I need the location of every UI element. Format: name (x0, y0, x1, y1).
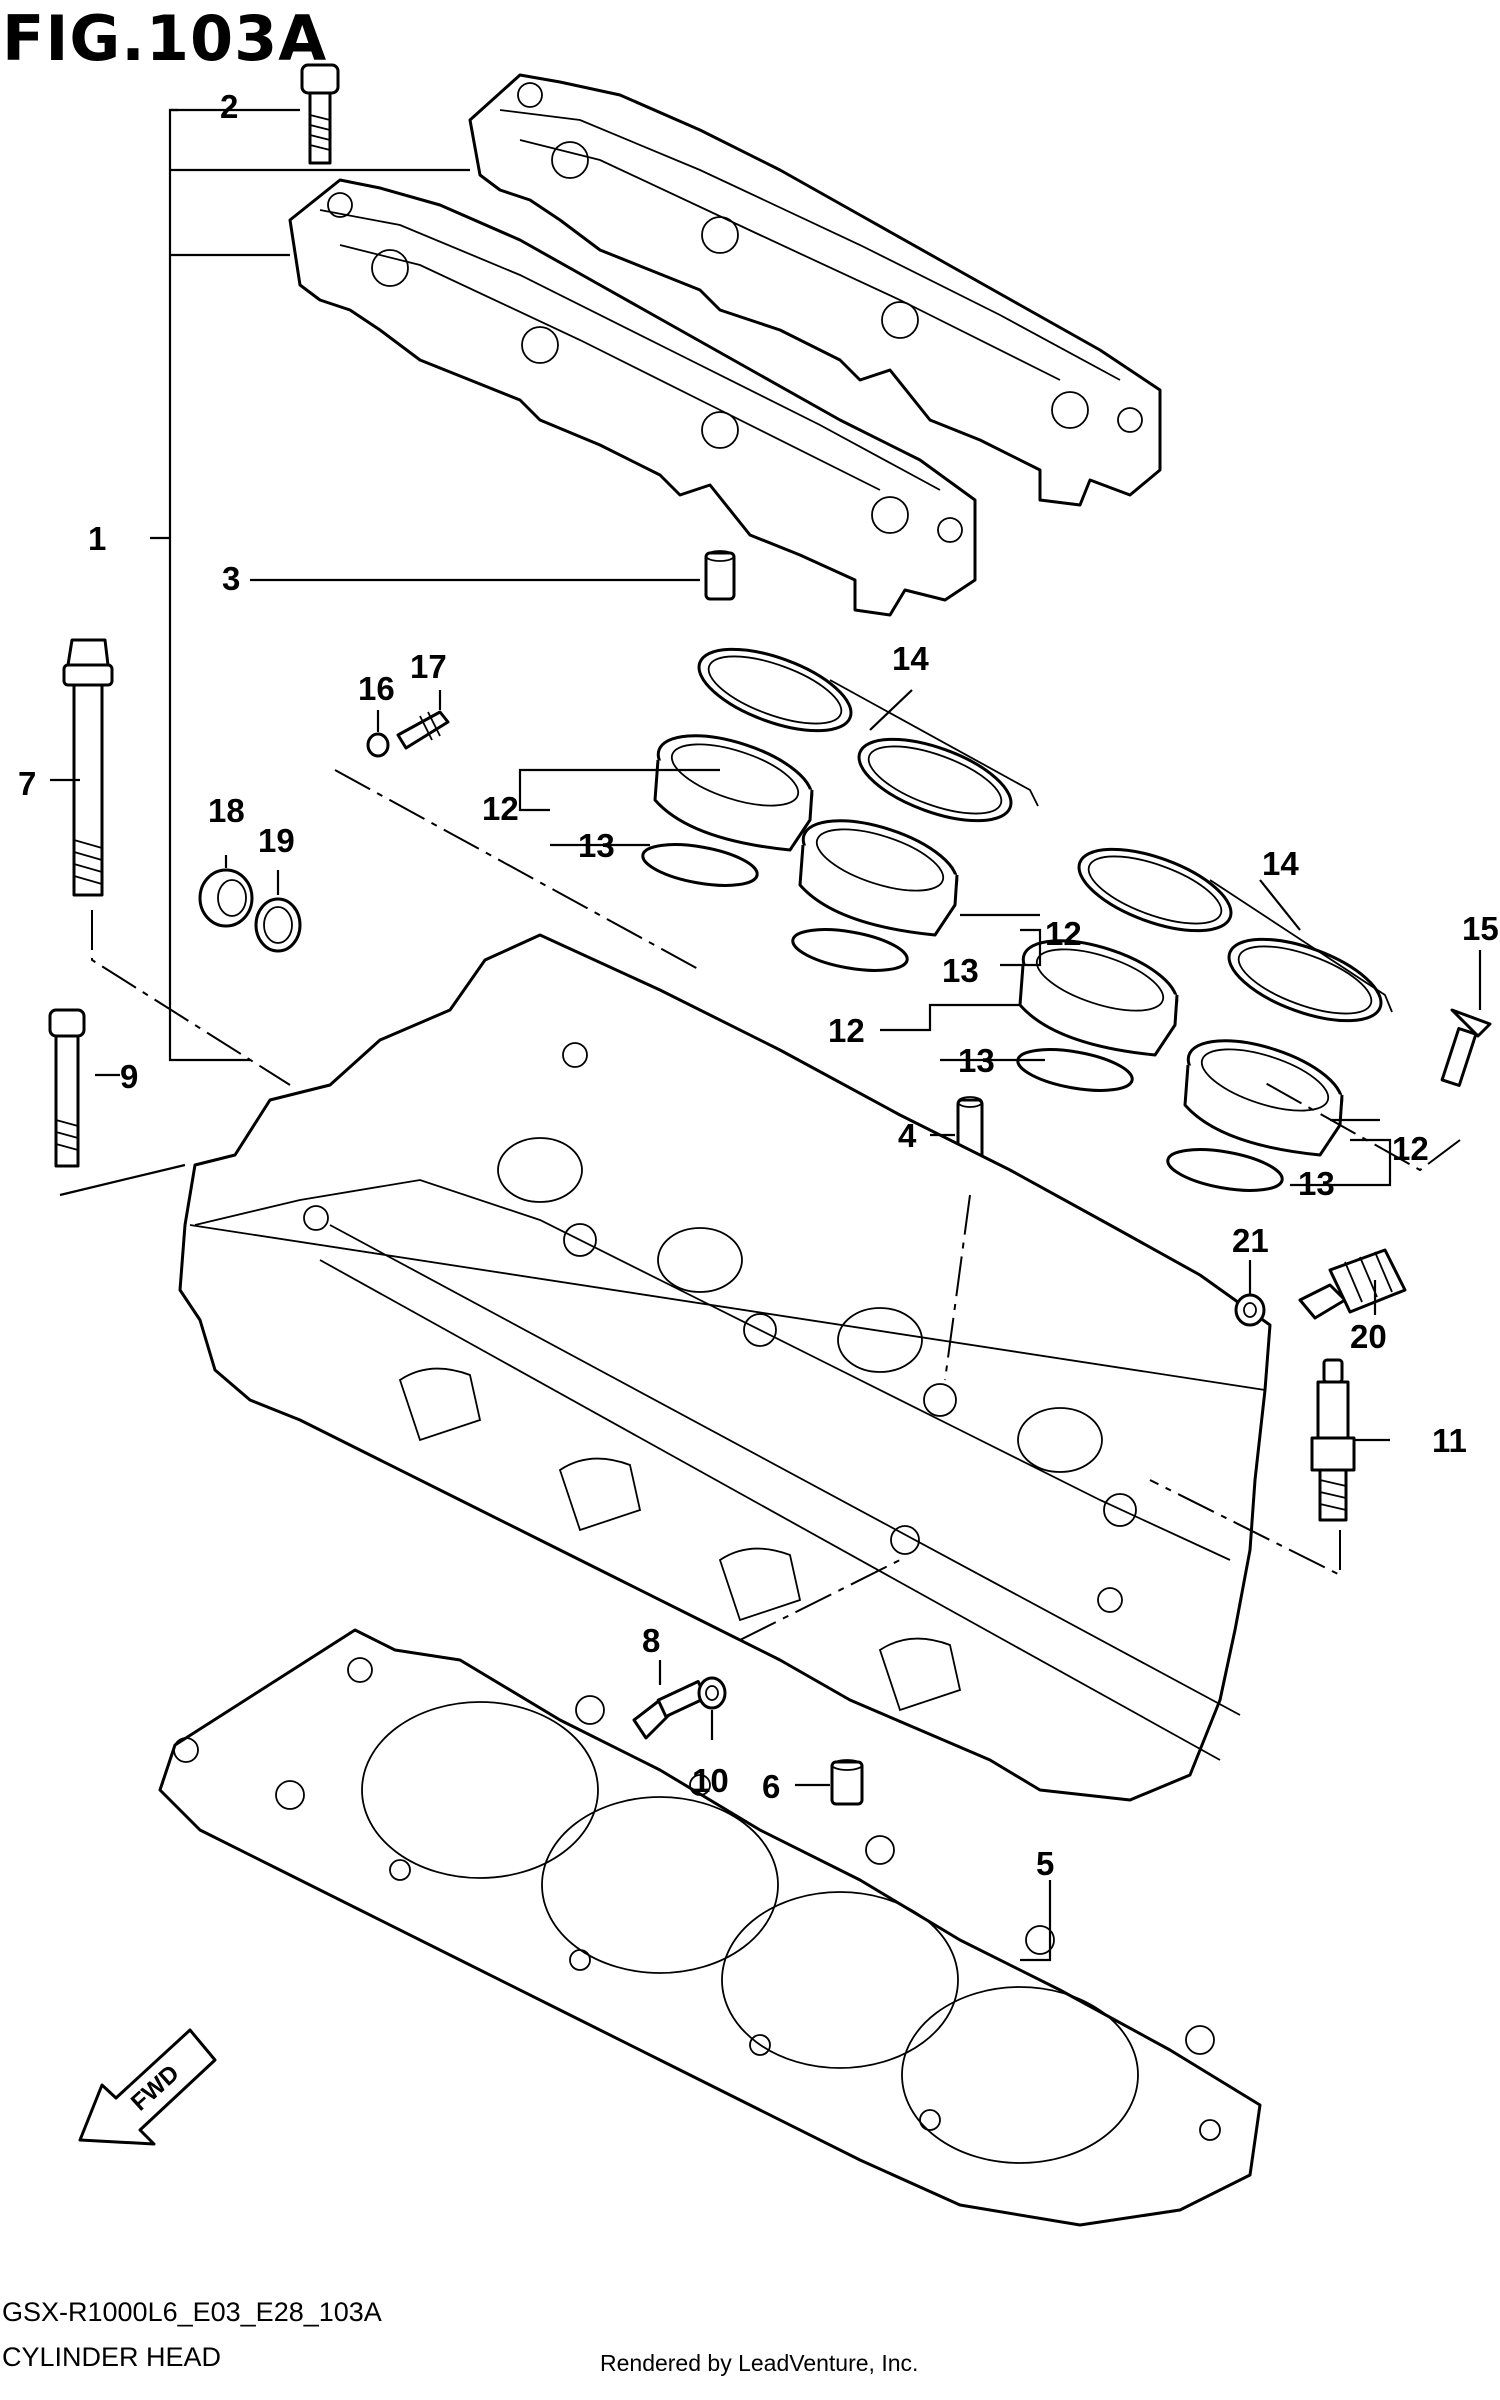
callout-17: 17 (410, 648, 447, 685)
washer-10 (697, 1676, 727, 1710)
fwd-arrow-icon: FWD (78, 2028, 217, 2146)
callout-12-a: 12 (482, 790, 519, 827)
screw-15 (1440, 1008, 1492, 1087)
intake-pipe-12-d (1183, 1039, 1344, 1157)
intake-boot-band-14-upper (697, 647, 1039, 823)
callout-1: 1 (88, 520, 106, 557)
callout-19: 19 (258, 822, 295, 859)
render-credit: Rendered by LeadVenture, Inc. (600, 2350, 919, 2376)
callout-11: 11 (1432, 1422, 1467, 1459)
camshaft-holder-front (288, 178, 977, 617)
callout-14-lower: 14 (1262, 845, 1299, 882)
callout-10: 10 (692, 1762, 729, 1799)
callout-labels: 2 1 3 7 9 18 19 16 17 14 14 15 12 13 12 … (18, 88, 1499, 1882)
callout-9: 9 (120, 1058, 138, 1095)
intake-boot-band-14-lower (1077, 847, 1393, 1023)
callout-6: 6 (762, 1768, 780, 1805)
callout-12-b: 12 (1045, 915, 1082, 952)
washer-21 (1234, 1293, 1266, 1327)
callout-13-b: 13 (942, 952, 979, 989)
callout-7: 7 (18, 765, 36, 802)
callout-12-d: 12 (1392, 1130, 1429, 1167)
model-code: GSX-R1000L6_E03_E28_103A (2, 2297, 382, 2327)
callout-15: 15 (1462, 910, 1499, 947)
intake-pipe-12-c (1018, 939, 1179, 1057)
callout-8: 8 (642, 1622, 660, 1659)
dowel-pin-6 (830, 1759, 864, 1806)
combustion-chambers (497, 1137, 1137, 1527)
exhaust-ports (398, 1367, 962, 1712)
figure-title: FIG.103A (2, 2, 328, 75)
bolt-8 (632, 1680, 708, 1740)
o-ring-13-b (791, 928, 909, 972)
callout-13-c: 13 (958, 1042, 995, 1079)
callout-18: 18 (208, 792, 245, 829)
washer-16 (366, 732, 390, 758)
bolt-2 (300, 63, 340, 165)
banjo-bolt-17 (396, 710, 450, 750)
bolt-9 (48, 1008, 86, 1168)
intake-pipe-12-b (798, 819, 959, 937)
spark-plug-11 (1310, 1358, 1356, 1522)
bolt-7 (62, 638, 114, 897)
callout-13-d: 13 (1298, 1165, 1335, 1202)
callout-2: 2 (220, 88, 238, 125)
callout-13-a: 13 (578, 827, 615, 864)
o-ring-13-d (1166, 1148, 1284, 1192)
o-ring-19 (254, 897, 302, 953)
intake-pipe-12-a (653, 734, 814, 852)
callout-3: 3 (222, 560, 240, 597)
cylinder-head (178, 933, 1272, 1802)
callout-21: 21 (1232, 1222, 1269, 1259)
callout-5: 5 (1036, 1845, 1054, 1882)
callout-12-c: 12 (828, 1012, 865, 1049)
head-gasket-5 (158, 1628, 1262, 2227)
callout-14-upper: 14 (892, 640, 929, 677)
dowel-pin-3 (704, 550, 736, 601)
camshaft-holder-rear (468, 73, 1162, 507)
callout-4: 4 (898, 1117, 917, 1154)
o-ring-13-a (641, 843, 759, 887)
callout-20: 20 (1350, 1318, 1387, 1355)
figure-name: CYLINDER HEAD (2, 2342, 222, 2372)
leader-lines (50, 108, 1482, 1962)
callout-16: 16 (358, 670, 395, 707)
temperature-sensor-20 (1298, 1248, 1407, 1320)
plug-18 (198, 868, 254, 928)
